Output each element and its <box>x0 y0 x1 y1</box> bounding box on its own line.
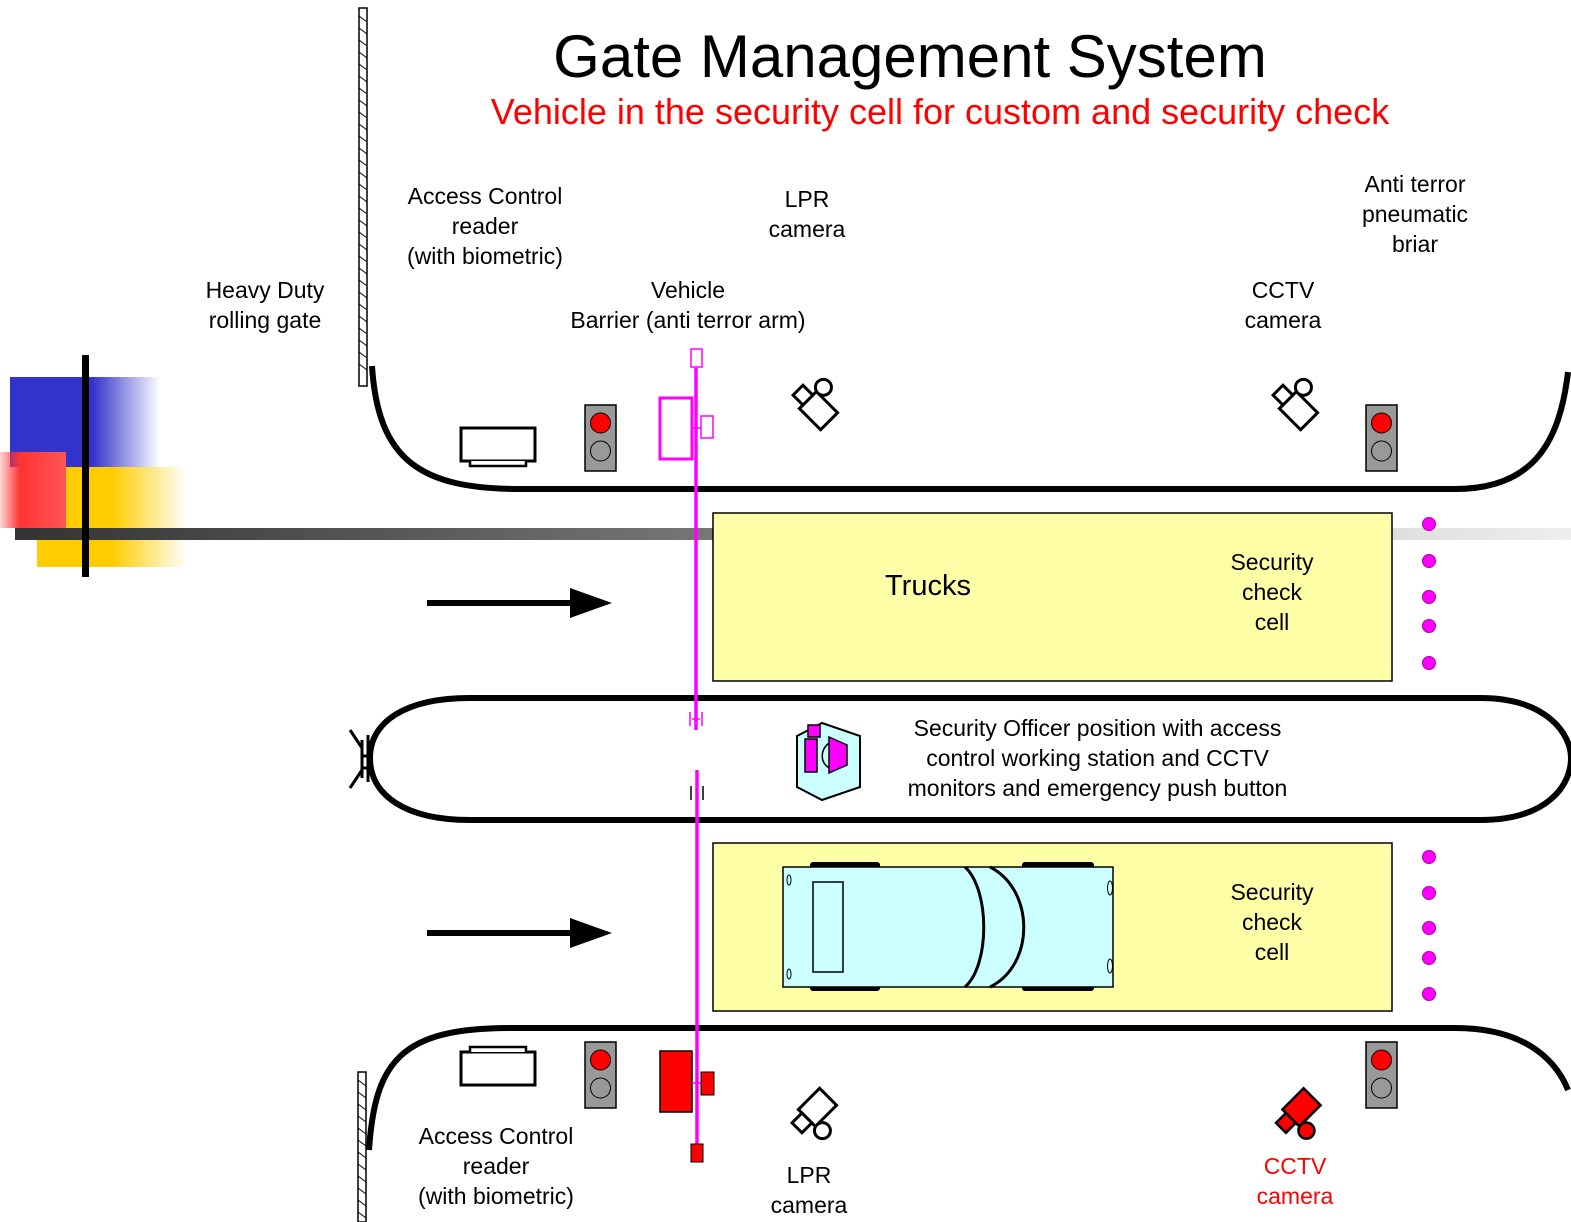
car-icon <box>782 862 1114 991</box>
officer-booth-icon <box>796 721 861 802</box>
kerb-bottom <box>366 1025 1571 1151</box>
card-reader-icon <box>459 1045 537 1087</box>
camera-icon <box>790 377 840 432</box>
traffic-light-icon <box>584 404 617 472</box>
card-reader-icon <box>459 426 537 468</box>
rolling-gate-bottom <box>357 1071 367 1222</box>
briar-dots-top <box>1422 517 1436 670</box>
trucks-label: Trucks <box>885 570 971 602</box>
central-island <box>366 695 1571 823</box>
page-subtitle: Vehicle in the security cell for custom … <box>490 91 1390 132</box>
camera-icon <box>1274 1086 1323 1140</box>
arrow-right-icon <box>427 918 612 948</box>
camera-icon <box>789 1086 839 1141</box>
page-title: Gate Management System <box>553 23 1267 90</box>
barrier-arm-top <box>658 348 714 730</box>
arrow-right-icon <box>427 588 612 618</box>
briar-dots-bottom <box>1422 850 1436 1001</box>
security-cell-top <box>712 512 1393 682</box>
barrier-arm-bottom <box>659 770 715 1163</box>
traffic-light-icon <box>1365 1041 1398 1109</box>
camera-icon <box>1270 377 1320 432</box>
traffic-light-icon <box>1365 404 1398 472</box>
traffic-light-icon <box>584 1041 617 1109</box>
island-end-bracket <box>348 729 370 789</box>
kerb-top <box>369 365 1571 492</box>
rolling-gate-top <box>358 7 368 387</box>
